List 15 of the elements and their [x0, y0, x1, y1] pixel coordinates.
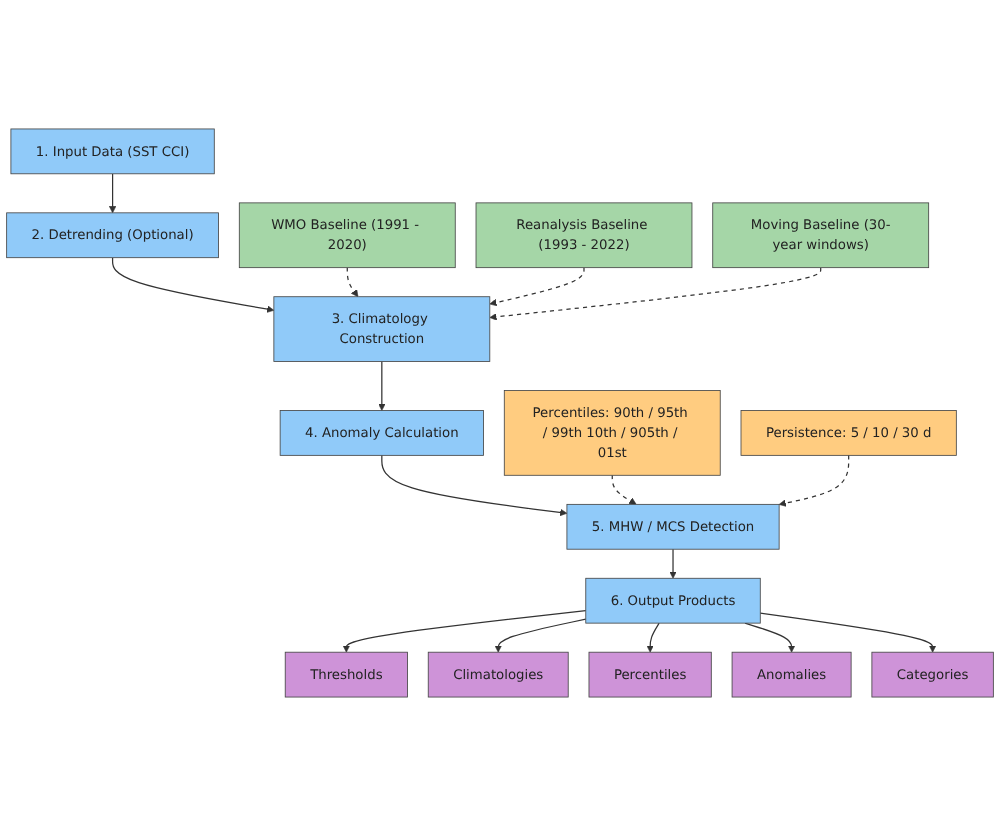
arrow — [489, 267, 822, 321]
arrow — [342, 609, 587, 653]
arrow — [346, 267, 359, 298]
arrow — [108, 173, 117, 214]
arrow — [646, 622, 660, 653]
arrow — [759, 612, 937, 653]
arrow — [489, 267, 585, 307]
arrow — [744, 622, 796, 653]
arrow — [378, 360, 386, 411]
arrow — [778, 454, 850, 507]
arrow — [669, 548, 677, 579]
arrow — [381, 454, 568, 517]
arrow — [494, 618, 587, 653]
arrow — [111, 257, 275, 313]
arrow — [611, 474, 637, 505]
